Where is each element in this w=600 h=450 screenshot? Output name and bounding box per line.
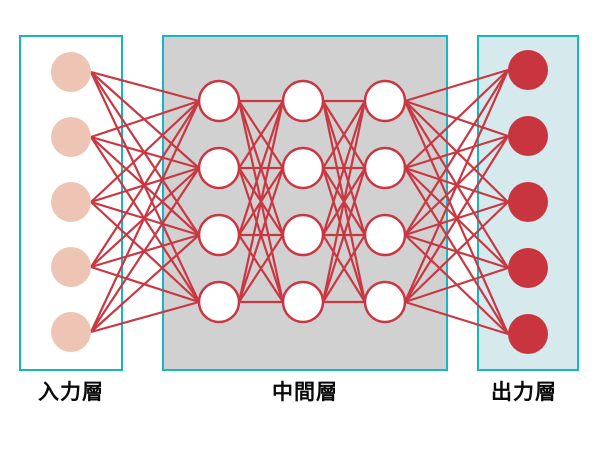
- edge-hidden-3-to-output: [404, 69, 509, 236]
- edge-input-to-hidden-1: [90, 100, 200, 333]
- hidden-3-node: [363, 79, 407, 123]
- hidden-2-node: [281, 146, 325, 190]
- hidden-2-node: [281, 280, 325, 324]
- edge-input-to-hidden-1: [90, 70, 200, 103]
- edge-input-to-hidden-1: [90, 300, 200, 334]
- hidden-3-node: [363, 146, 407, 190]
- edge-input-to-hidden-1: [90, 167, 200, 333]
- input-layer-label: 入力層: [38, 381, 104, 404]
- hidden-1-node: [197, 213, 241, 257]
- input-node: [51, 117, 91, 157]
- edge-hidden-3-to-output: [404, 300, 509, 336]
- edge-input-to-hidden-1: [90, 100, 200, 268]
- input-node: [51, 247, 91, 287]
- edge-hidden-1-to-hidden-2: [238, 234, 284, 303]
- edge-hidden-3-to-output: [404, 266, 509, 304]
- edge-hidden-2-to-hidden-3: [321, 167, 367, 303]
- input-node: [51, 52, 91, 92]
- output-layer-label: 出力層: [491, 381, 557, 404]
- hidden-1-node: [197, 146, 241, 190]
- output-node: [508, 50, 548, 90]
- edge-hidden-2-to-hidden-3: [322, 234, 366, 303]
- edge-hidden-3-to-output: [404, 69, 509, 169]
- hidden-layer-label: 中間層: [272, 381, 338, 404]
- input-node: [51, 312, 91, 352]
- edge-hidden-1-to-hidden-2: [238, 100, 284, 169]
- hidden-2-node: [281, 79, 325, 123]
- hidden-2-node: [281, 213, 325, 257]
- edge-input-to-hidden-1: [90, 99, 200, 139]
- edge-hidden-3-to-output: [404, 201, 509, 303]
- edge-hidden-3-to-output: [404, 135, 509, 303]
- edge-hidden-3-to-output: [404, 68, 509, 103]
- output-node: [508, 248, 548, 288]
- input-node: [51, 182, 91, 222]
- hidden-3-node: [363, 280, 407, 324]
- edge-hidden-1-to-hidden-2: [237, 167, 285, 303]
- output-node: [508, 314, 548, 354]
- hidden-1-node: [197, 79, 241, 123]
- edge-hidden-2-to-hidden-3: [321, 100, 367, 236]
- edge-hidden-1-to-hidden-2: [237, 100, 285, 303]
- edge-input-to-hidden-1: [90, 234, 200, 333]
- edge-hidden-2-to-hidden-3: [322, 100, 366, 169]
- edge-hidden-1-to-hidden-2: [237, 100, 285, 236]
- output-node: [508, 182, 548, 222]
- hidden-3-node: [363, 213, 407, 257]
- edge-hidden-2-to-hidden-3: [321, 100, 367, 303]
- output-node: [508, 116, 548, 156]
- hidden-1-node: [197, 280, 241, 324]
- edge-hidden-3-to-output: [403, 69, 510, 303]
- edge-input-to-hidden-1: [90, 100, 200, 203]
